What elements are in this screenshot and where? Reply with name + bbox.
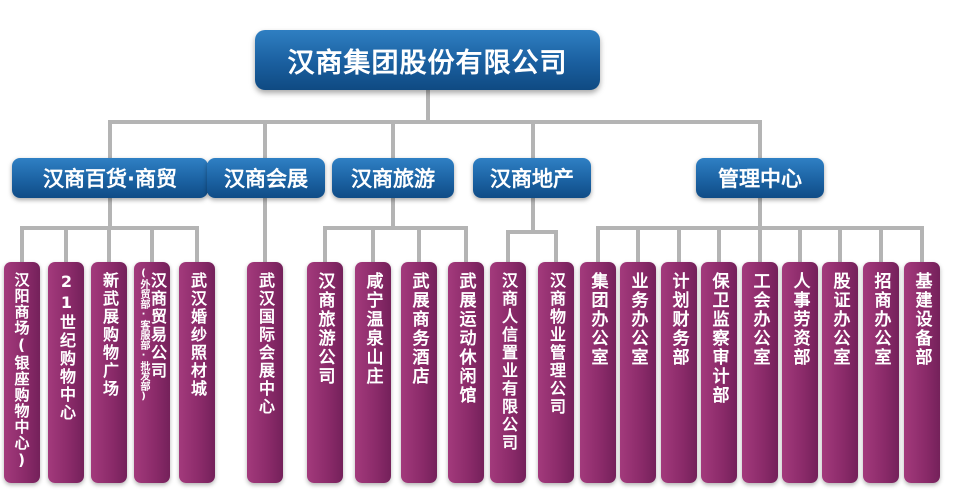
unit-label: 基建设备部 xyxy=(911,272,932,367)
unit-node: 21世纪购物中心 xyxy=(48,262,84,483)
unit-label: 计划财务部 xyxy=(668,272,689,367)
unit-node: 汉阳商场(银座购物中心) xyxy=(4,262,40,483)
unit-node: 计划财务部 xyxy=(661,262,697,483)
unit-node: 武展商务酒店 xyxy=(401,262,437,483)
unit-node: 汉商物业管理公司 xyxy=(538,262,574,483)
unit-node: 基建设备部 xyxy=(904,262,940,483)
unit-node: 招商办公室 xyxy=(863,262,899,483)
unit-label: 武汉婚纱照材城 xyxy=(188,272,207,398)
unit-note: (外贸部·客服部·批发部) xyxy=(138,268,149,402)
unit-label: 集团办公室 xyxy=(587,272,608,367)
unit-node: 工会办公室 xyxy=(742,262,778,483)
unit-label: 汉阳商场(银座购物中心) xyxy=(12,272,31,470)
unit-label: 业务办公室 xyxy=(627,272,648,367)
division-node-management: 管理中心 xyxy=(696,158,824,198)
unit-label: 新武展购物广场 xyxy=(100,272,119,398)
unit-label: 武汉国际会展中心 xyxy=(256,272,275,416)
unit-node: 保卫监察审计部 xyxy=(701,262,737,483)
division-node-exhibition: 汉商会展 xyxy=(207,158,325,198)
unit-label: 保卫监察审计部 xyxy=(708,272,729,405)
unit-label: 汉商旅游公司 xyxy=(314,272,335,386)
unit-label: 武展运动休闲馆 xyxy=(455,272,476,405)
unit-label: 武展商务酒店 xyxy=(408,272,429,386)
unit-label: 股证办公室 xyxy=(829,272,850,367)
division-label: 汉商旅游 xyxy=(351,167,435,191)
division-node-department-store: 汉商百货·商贸 xyxy=(12,158,208,198)
unit-label: 工会办公室 xyxy=(749,272,770,367)
unit-node: 汉商人信置业有限公司 xyxy=(490,262,526,483)
unit-label: 汉商贸易公司 xyxy=(148,272,167,380)
unit-node: 股证办公室 xyxy=(822,262,858,483)
unit-label: 人事劳资部 xyxy=(789,272,810,367)
unit-node: 咸宁温泉山庄 xyxy=(355,262,391,483)
division-label: 汉商百货·商贸 xyxy=(43,167,177,191)
unit-node: 汉商旅游公司 xyxy=(307,262,343,483)
unit-node: 业务办公室 xyxy=(620,262,656,483)
unit-label: 汉商人信置业有限公司 xyxy=(499,272,518,452)
unit-node: 人事劳资部 xyxy=(782,262,818,483)
division-label: 汉商会展 xyxy=(224,167,308,191)
unit-node: 新武展购物广场 xyxy=(91,262,127,483)
unit-label: 招商办公室 xyxy=(870,272,891,367)
unit-node: (外贸部·客服部·批发部) 汉商贸易公司 xyxy=(134,262,170,483)
unit-label: 21世纪购物中心 xyxy=(57,272,76,422)
unit-label: 汉商物业管理公司 xyxy=(547,272,566,416)
unit-node: 集团办公室 xyxy=(580,262,616,483)
division-node-real-estate: 汉商地产 xyxy=(473,158,591,198)
unit-label: 咸宁温泉山庄 xyxy=(362,272,383,386)
division-label: 汉商地产 xyxy=(490,167,574,191)
unit-node: 武汉婚纱照材城 xyxy=(179,262,215,483)
division-label: 管理中心 xyxy=(718,167,802,191)
unit-node: 武汉国际会展中心 xyxy=(247,262,283,483)
root-label: 汉商集团股份有限公司 xyxy=(287,47,568,79)
unit-node: 武展运动休闲馆 xyxy=(448,262,484,483)
division-node-tourism: 汉商旅游 xyxy=(332,158,454,198)
root-node: 汉商集团股份有限公司 xyxy=(255,30,600,90)
